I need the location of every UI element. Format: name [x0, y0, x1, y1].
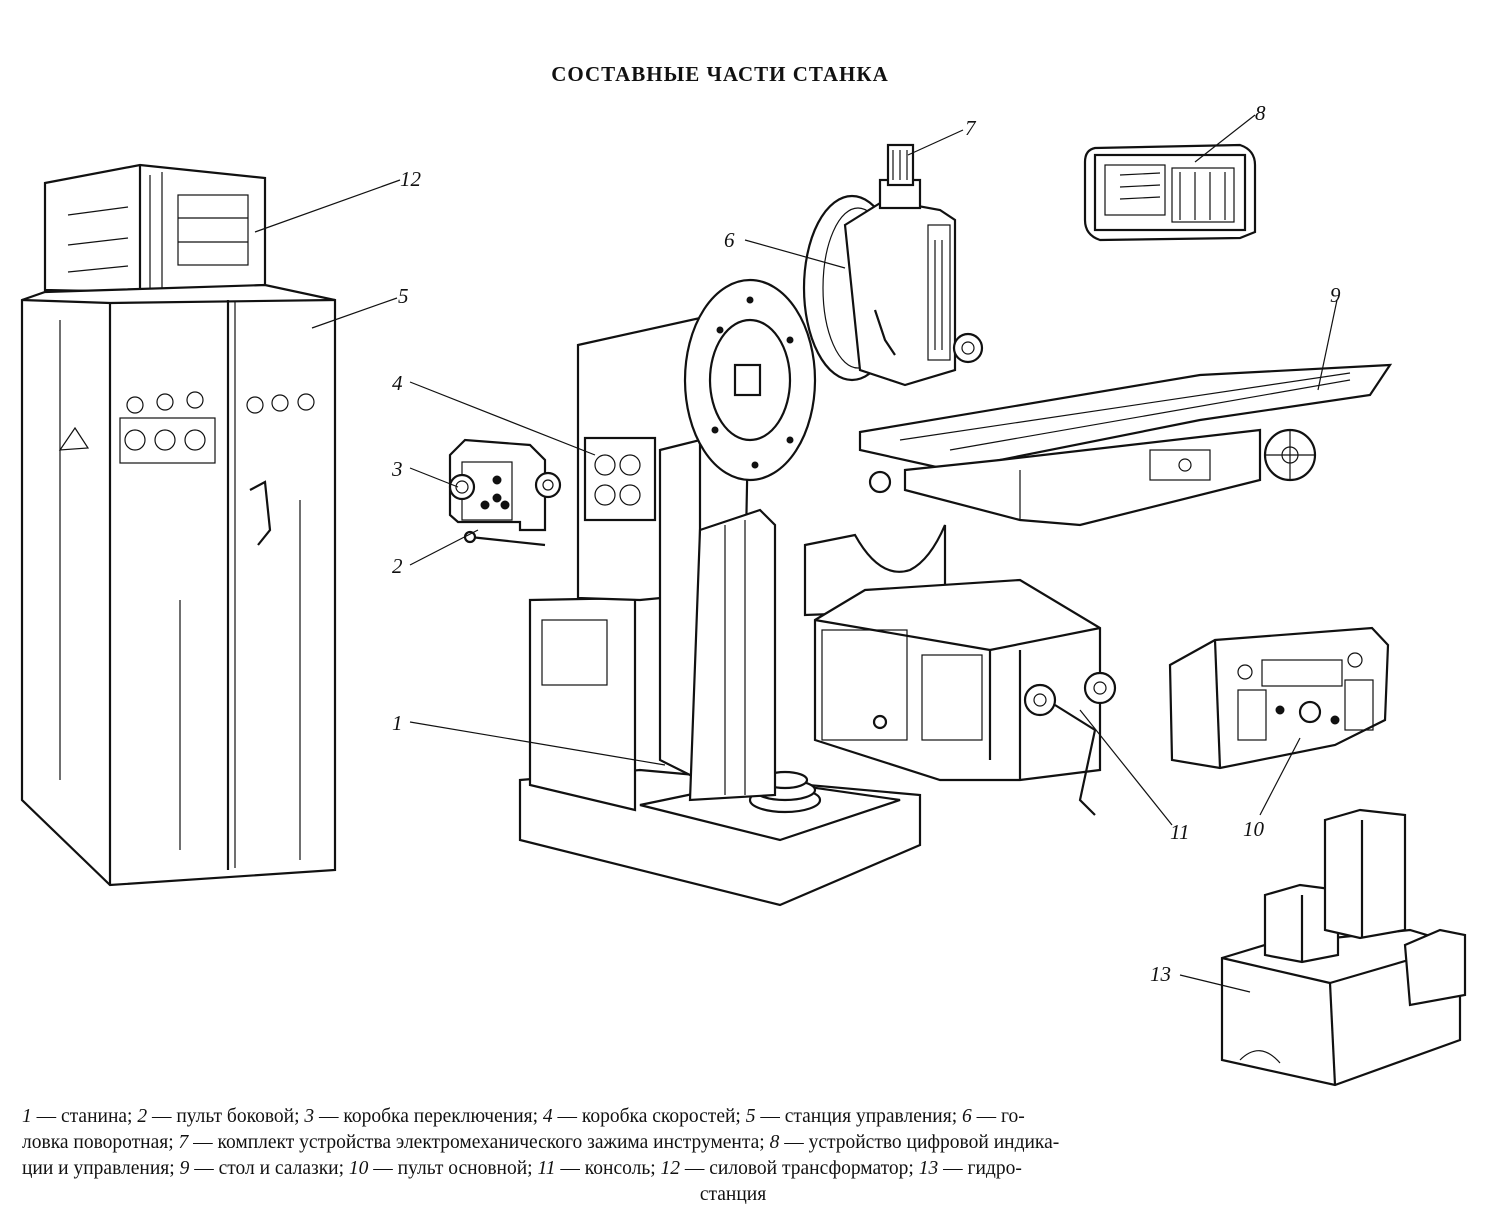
legend-text-3: — коробка переключения;	[314, 1106, 543, 1127]
legend-num-2: 2	[137, 1106, 148, 1127]
legend-text-4: — коробка скоростей;	[552, 1106, 746, 1127]
side-panel-2-shift-box-3	[448, 438, 562, 547]
legend-num-1: 1	[22, 1106, 32, 1127]
callout-6: 6	[724, 228, 735, 252]
legend-text-1: — станина;	[36, 1106, 138, 1127]
legend-text-2: — пульт боковой;	[147, 1106, 305, 1127]
leader-lines	[254, 114, 1338, 993]
page-title: СОСТАВНЫЕ ЧАСТИ СТАНКА	[551, 62, 889, 86]
legend-text-13a: — гидро-	[938, 1158, 1022, 1179]
callout-11: 11	[1170, 820, 1189, 844]
callout-8: 8	[1255, 101, 1266, 125]
legend-text-5: — станция управления;	[755, 1106, 962, 1127]
legend-text-9: — стол и салазки;	[189, 1158, 349, 1179]
callout-9: 9	[1330, 283, 1341, 307]
legend-text-13b: станция	[699, 1184, 767, 1205]
callout-numbers: 1 2 3 4 5 6 7 8 9 10 11 12 13	[391, 101, 1341, 986]
legend-caption: 1 — станина; 2 — пульт боковой; 3 — коро…	[22, 1104, 1484, 1208]
callout-10: 10	[1243, 817, 1265, 841]
control-station-cabinet-5	[20, 283, 337, 887]
callout-13: 13	[1150, 962, 1171, 986]
rotary-head-6-clamp-7	[802, 143, 984, 387]
legend-num-7: 7	[178, 1132, 189, 1153]
legend-text-6b: ловка поворотная;	[22, 1132, 179, 1153]
table-and-slide-9	[858, 363, 1393, 527]
legend-text-7: — комплект устройства электромеханическо…	[188, 1132, 770, 1153]
callout-4: 4	[392, 371, 403, 395]
legend-text-8b: ции и управления;	[22, 1158, 180, 1179]
legend-text-12: — силовой трансформатор;	[680, 1158, 919, 1179]
legend-text-6a: — го-	[971, 1106, 1025, 1127]
machine-parts-drawing: 1 2 3 4 5 6 7 8 9 10 11 12 13	[20, 101, 1467, 1087]
legend-text-8a: — устройство цифровой индика-	[779, 1132, 1060, 1153]
callout-2: 2	[392, 554, 403, 578]
legend-num-3: 3	[304, 1106, 315, 1127]
main-control-panel-10	[1168, 626, 1390, 770]
legend-num-10: 10	[348, 1158, 369, 1179]
console-11	[803, 524, 1117, 816]
callout-1: 1	[392, 711, 403, 735]
machine-bed-1	[518, 278, 922, 907]
legend-num-11: 11	[537, 1158, 556, 1179]
callout-12: 12	[400, 167, 422, 191]
power-transformer-12	[43, 163, 267, 294]
callout-3: 3	[391, 457, 403, 481]
legend-num-12: 12	[660, 1158, 681, 1179]
legend-num-5: 5	[745, 1106, 756, 1127]
legend-text-11: — консоль;	[555, 1158, 661, 1179]
hydraulic-station-13	[1220, 808, 1467, 1087]
digital-display-unit-8	[1083, 143, 1257, 242]
legend-num-6: 6	[962, 1106, 972, 1127]
legend-num-13: 13	[918, 1158, 939, 1179]
legend-num-9: 9	[179, 1158, 190, 1179]
callout-7: 7	[965, 116, 977, 140]
legend-num-8: 8	[769, 1132, 780, 1153]
legend-num-4: 4	[542, 1106, 553, 1127]
callout-5: 5	[398, 284, 409, 308]
legend-text-10: — пульт основной;	[368, 1158, 538, 1179]
